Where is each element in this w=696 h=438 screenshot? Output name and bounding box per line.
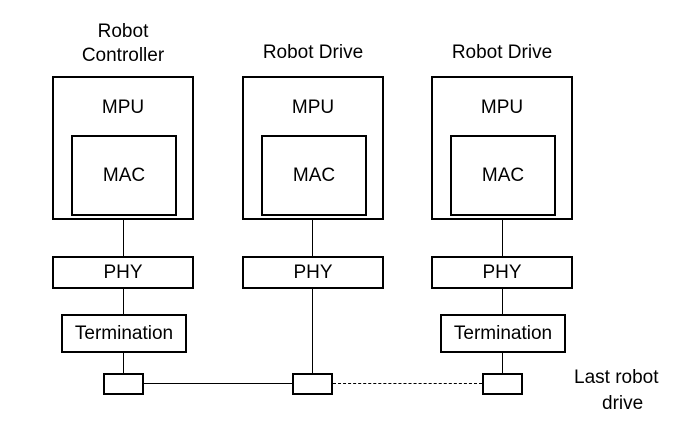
drive1-mac-label: MAC: [292, 165, 336, 186]
drive2-phy-box: PHY: [431, 256, 573, 289]
drive2-mpu-label: MPU: [480, 97, 524, 118]
drive1-mpu-phy-link: [312, 220, 313, 256]
controller-mac-label: MAC: [102, 165, 146, 186]
controller-termination-box: Termination: [61, 314, 187, 353]
drive2-title: Robot Drive: [451, 42, 553, 63]
controller-phy-box: PHY: [52, 256, 194, 289]
drive2-term-connector-link: [502, 353, 503, 373]
last-node-label-line1: Last robot: [574, 367, 659, 388]
controller-title-line1: Robot: [97, 21, 149, 42]
drive2-phy-label: PHY: [482, 262, 522, 283]
controller-title-line2: Controller: [81, 45, 165, 66]
bus-line-dashed: [333, 383, 482, 384]
drive1-title: Robot Drive: [262, 42, 364, 63]
drive1-mpu-label: MPU: [291, 97, 335, 118]
drive1-mac-box: MAC: [261, 135, 367, 216]
drive2-mpu-phy-link: [502, 220, 503, 256]
drive2-connector: [482, 373, 523, 395]
drive1-phy-box: PHY: [242, 256, 384, 289]
controller-mpu-phy-link: [123, 220, 124, 256]
last-node-label-line2: drive: [602, 393, 644, 414]
drive1-phy-label: PHY: [293, 262, 333, 283]
drive2-mac-box: MAC: [450, 135, 556, 216]
controller-phy-label: PHY: [103, 262, 143, 283]
drive2-mac-label: MAC: [481, 165, 525, 186]
controller-phy-term-link: [123, 289, 124, 314]
drive2-phy-term-link: [502, 289, 503, 314]
controller-termination-label: Termination: [74, 323, 174, 344]
controller-mpu-label: MPU: [101, 97, 145, 118]
controller-connector: [103, 373, 144, 395]
bus-line-solid: [144, 383, 292, 384]
drive1-phy-connector-link: [312, 289, 313, 373]
drive2-termination-box: Termination: [440, 314, 566, 353]
drive2-termination-label: Termination: [453, 323, 553, 344]
drive1-connector: [292, 373, 333, 395]
controller-mac-box: MAC: [71, 135, 177, 216]
controller-term-connector-link: [123, 353, 124, 373]
